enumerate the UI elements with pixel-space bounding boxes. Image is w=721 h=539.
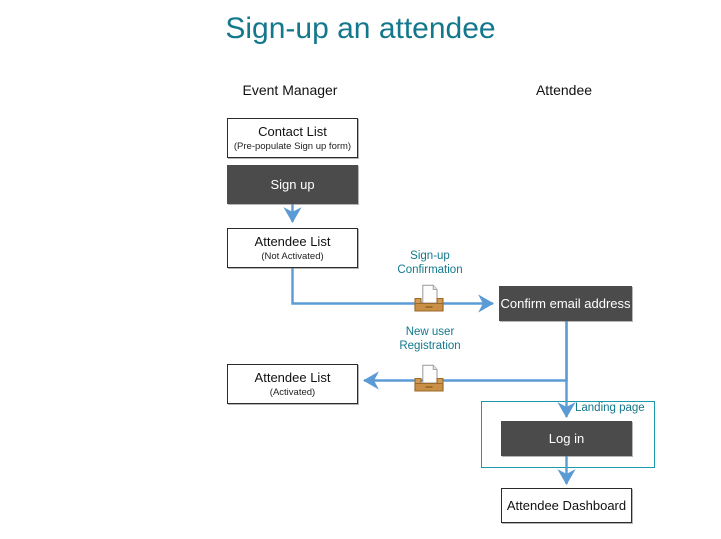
flow-label-new-user-registration-line1: New user [405,326,455,338]
node-attendee-dashboard[interactable]: Attendee Dashboard [501,488,632,523]
flow-label-signup-confirmation: Sign-up Confirmation [381,249,479,277]
node-log-in[interactable]: Log in [501,421,632,456]
inbox-tray-icon [414,364,444,392]
node-attendee-list-not-activated[interactable]: Attendee List (Not Activated) [227,228,358,268]
node-confirm-email-address[interactable]: Confirm email address [499,286,632,321]
flow-label-new-user-registration: New user Registration [381,325,479,353]
node-attendee-list-not-activated-label: Attendee List [254,233,331,249]
node-log-in-label: Log in [548,430,585,446]
node-contact-list-sublabel: (Pre-populate Sign up form) [233,140,352,152]
group-landing-page [481,401,655,468]
node-attendee-list-not-activated-sublabel: (Not Activated) [261,250,324,262]
inbox-tray-icon [414,284,444,312]
flow-label-signup-confirmation-line1: Sign-up [410,250,450,262]
flow-label-new-user-registration-line2: Registration [399,340,461,352]
node-attendee-dashboard-label: Attendee Dashboard [506,497,627,513]
flow-label-signup-confirmation-line2: Confirmation [397,264,463,276]
node-sign-up[interactable]: Sign up [227,165,358,204]
lane-header-event-manager: Event Manager [242,82,338,98]
node-sign-up-label: Sign up [270,176,315,192]
node-attendee-list-activated-label: Attendee List [254,369,331,385]
node-confirm-email-address-label: Confirm email address [500,295,631,311]
node-contact-list[interactable]: Contact List (Pre-populate Sign up form) [227,118,358,158]
page-title: Sign-up an attendee [225,12,496,45]
group-landing-page-label: Landing page [575,402,645,414]
node-attendee-list-activated[interactable]: Attendee List (Activated) [227,364,358,404]
node-attendee-list-activated-sublabel: (Activated) [269,386,316,398]
node-contact-list-label: Contact List [258,123,327,139]
lane-header-attendee: Attendee [535,82,593,98]
